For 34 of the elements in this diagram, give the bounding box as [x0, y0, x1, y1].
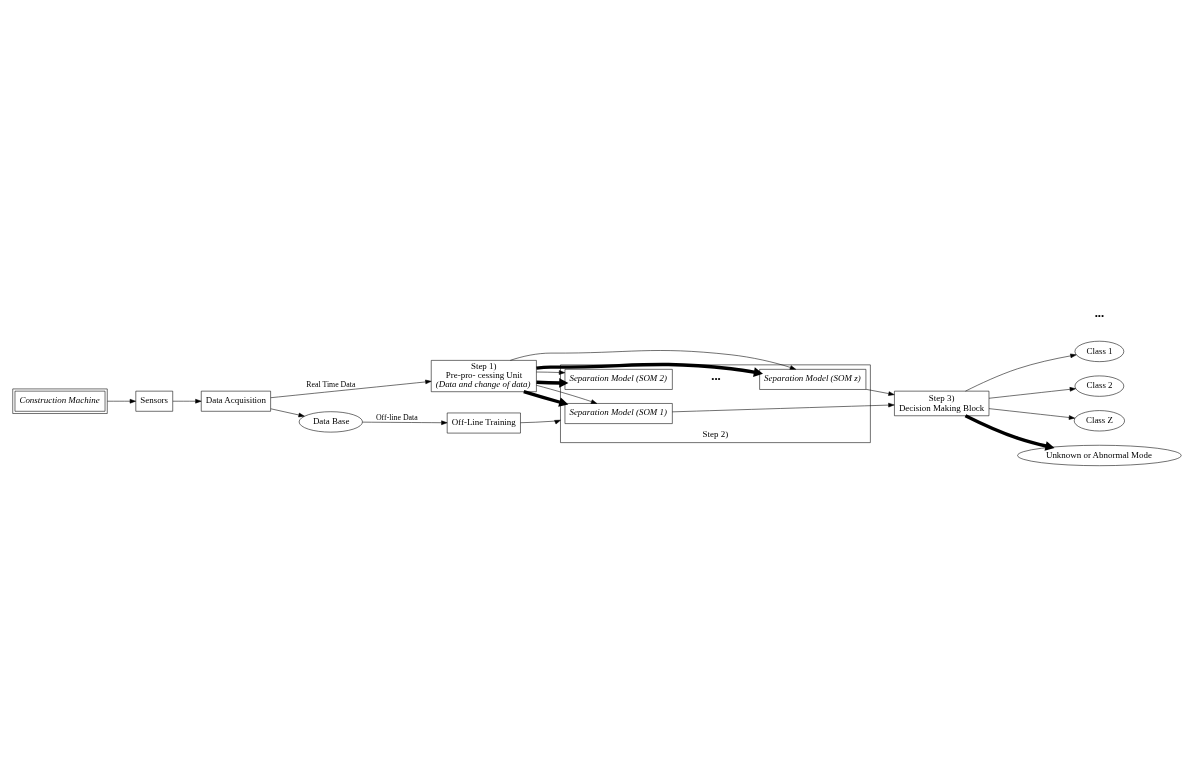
- arrow: [107, 399, 136, 404]
- node-box: Sensors: [135, 390, 173, 412]
- node-ellipse: Class Z: [1073, 410, 1125, 432]
- arrow: [672, 402, 895, 413]
- arrow: [270, 408, 305, 418]
- edge-label: Off-line Data: [375, 413, 418, 423]
- node-box: Separation Model (SOM 2): [564, 369, 673, 390]
- arrow: [988, 408, 1075, 420]
- arrow: [536, 370, 566, 375]
- label: •••: [1094, 311, 1105, 322]
- arrow: [536, 362, 763, 377]
- arrow: [523, 390, 569, 407]
- arrow: [965, 353, 1077, 392]
- node-ellipse: Class 2: [1074, 375, 1125, 397]
- node-ellipse: Unknown or Abnormal Mode: [1017, 445, 1182, 466]
- node-box: Separation Model (SOM z): [759, 369, 867, 390]
- label: •••: [711, 373, 721, 384]
- node-box: Step 1) Pre-pro- cessing Unit (Data and change of data): [430, 360, 537, 392]
- arrow: [510, 350, 796, 370]
- arrow: [172, 399, 202, 404]
- arrow: [362, 420, 448, 425]
- node-box: Step 3) Decision Making Block: [894, 390, 990, 417]
- arrow: [865, 389, 895, 396]
- node-box: Separation Model (SOM 1): [564, 403, 673, 424]
- node-ellipse: Class 1: [1074, 340, 1125, 362]
- node-box: Off-Line Training: [446, 412, 521, 434]
- arrow: [270, 379, 432, 398]
- arrow: [536, 385, 598, 404]
- edge-label: Real Time Data: [306, 379, 356, 389]
- node-box: Data Acquisition: [200, 390, 271, 412]
- arrow: [964, 414, 1055, 451]
- arrow: [988, 387, 1076, 399]
- arrow: [520, 419, 561, 425]
- arrow: [536, 378, 569, 388]
